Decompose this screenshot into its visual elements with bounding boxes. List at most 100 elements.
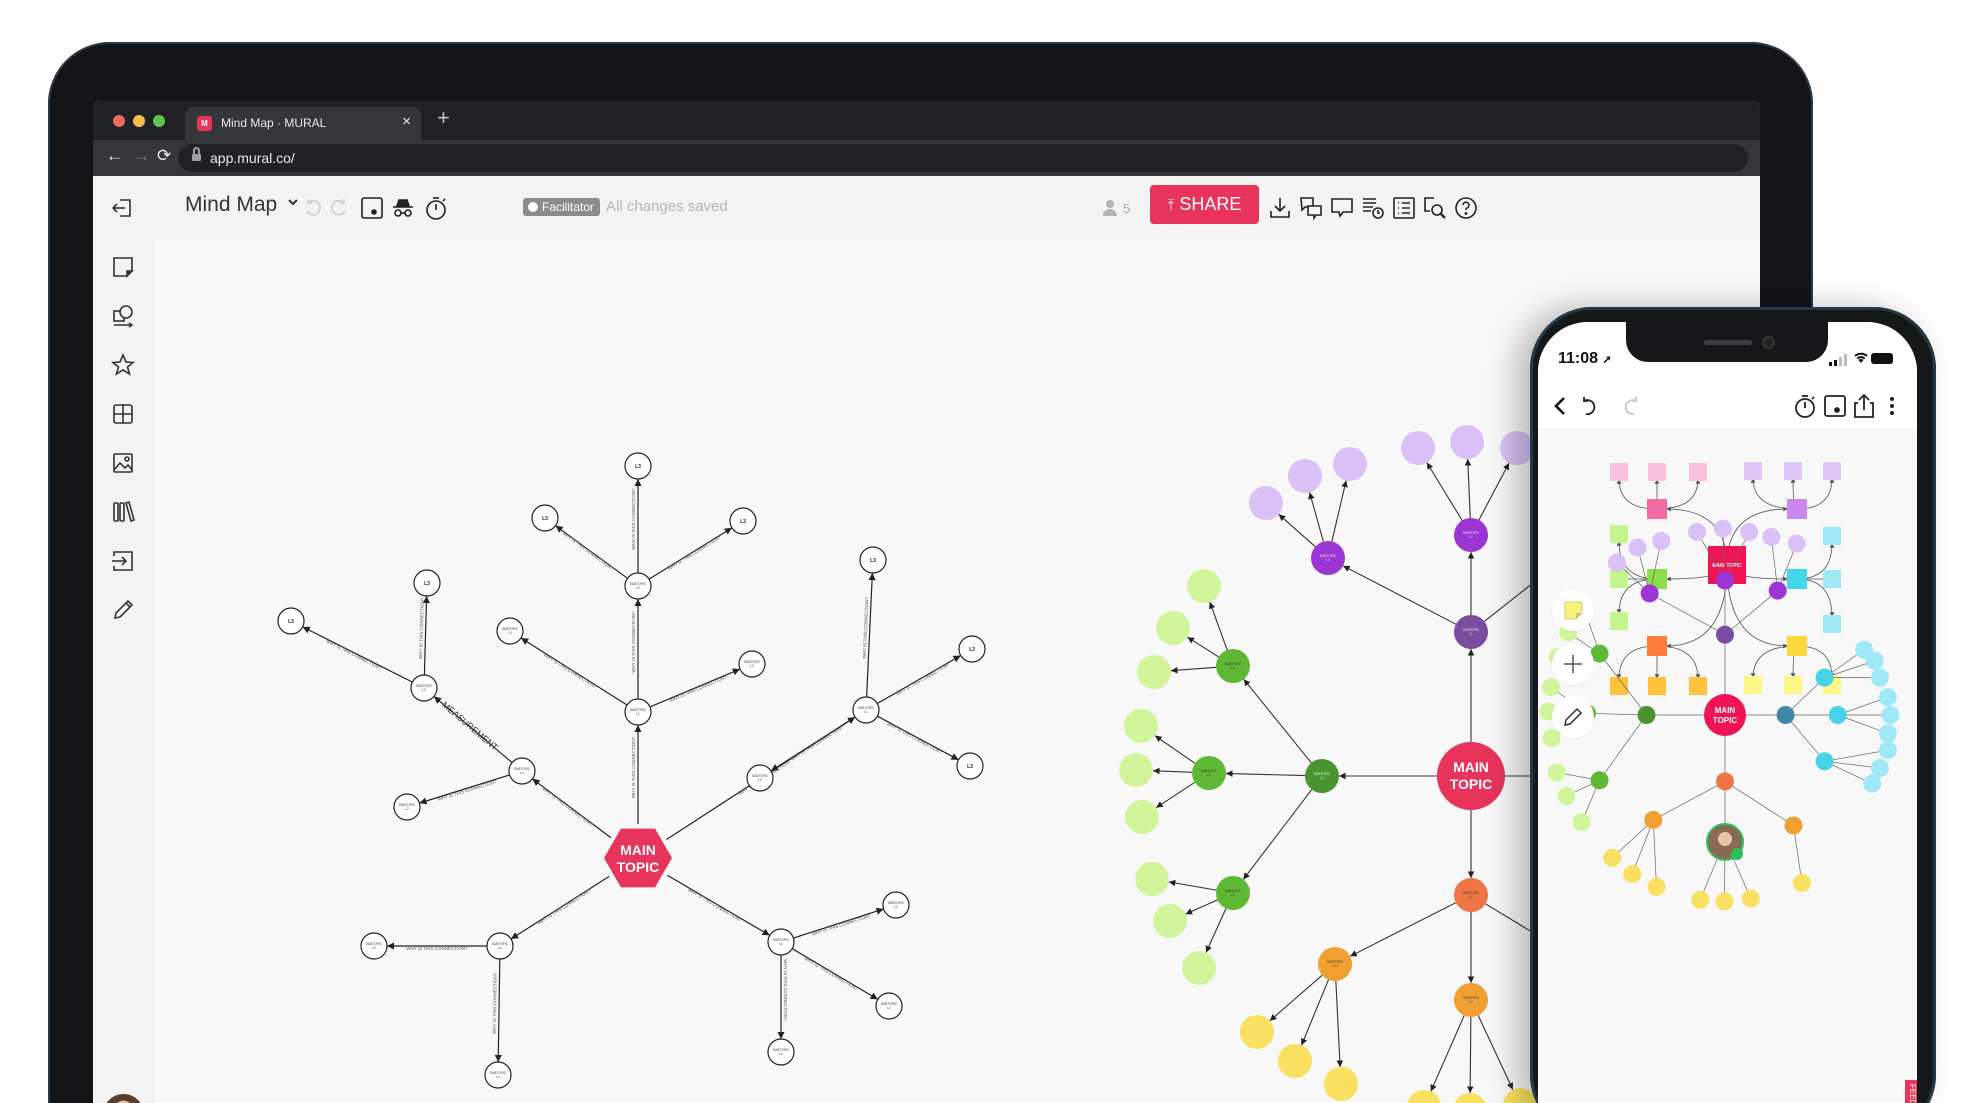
connector-line[interactable]	[877, 715, 959, 761]
mind-map-node[interactable]: L3	[956, 752, 984, 780]
main-topic-circle[interactable]	[1704, 694, 1746, 736]
draw-pencil-icon[interactable]	[109, 596, 137, 624]
leaf-node[interactable]	[1547, 763, 1566, 782]
leaf-node[interactable]	[1688, 522, 1707, 541]
subtopic-node[interactable]	[1644, 810, 1663, 829]
leaf-node[interactable]	[1741, 889, 1760, 908]
sticky-note[interactable]	[1610, 612, 1628, 630]
sticky-note[interactable]	[1610, 570, 1628, 588]
sticky-note[interactable]	[1823, 527, 1841, 545]
import-icon[interactable]	[109, 547, 137, 575]
connector-line[interactable]	[1335, 980, 1344, 1068]
leaf-node[interactable]	[1125, 800, 1159, 834]
subtopic-node[interactable]	[1716, 625, 1734, 644]
reload-icon[interactable]: ⟳	[157, 146, 172, 165]
subtopic-node[interactable]	[1815, 668, 1834, 687]
connector-line[interactable]	[1349, 902, 1457, 957]
leaf-node[interactable]	[1865, 651, 1884, 670]
sticky-note[interactable]	[1610, 463, 1628, 481]
image-icon[interactable]	[109, 449, 137, 477]
window-maximize-button[interactable]	[153, 115, 165, 127]
share-icon[interactable]	[1850, 392, 1878, 420]
subtopic-sticky[interactable]	[1787, 569, 1807, 589]
undo-icon[interactable]	[300, 195, 326, 221]
leaf-node[interactable]	[1500, 431, 1534, 465]
connector-line[interactable]	[1187, 636, 1219, 658]
leaf-node[interactable]	[1407, 1090, 1441, 1103]
leaf-node[interactable]	[1792, 873, 1811, 892]
timer-icon[interactable]	[423, 195, 449, 221]
leaf-node[interactable]	[1628, 538, 1647, 557]
mind-map-node[interactable]: L3	[958, 635, 986, 663]
connector-line[interactable]	[876, 654, 962, 705]
new-tab-button[interactable]: +	[437, 105, 450, 130]
connector-line[interactable]	[1242, 789, 1313, 880]
leaf-node[interactable]	[1450, 425, 1484, 459]
subtopic-node[interactable]	[1768, 581, 1787, 600]
leaf-node[interactable]	[1691, 890, 1710, 909]
subtopic-node[interactable]	[1640, 584, 1659, 603]
mind-map-node[interactable]: L3	[413, 569, 441, 597]
connector-line[interactable]	[1331, 480, 1348, 542]
subtopic-sticky[interactable]	[1787, 636, 1807, 656]
export-icon[interactable]	[1267, 195, 1293, 221]
connector-line[interactable]	[770, 716, 856, 772]
more-icon[interactable]	[1878, 392, 1906, 420]
timer-icon[interactable]	[1791, 392, 1819, 420]
sticky-note-fab[interactable]	[1552, 589, 1594, 631]
connector-line[interactable]	[1168, 879, 1217, 891]
add-fab[interactable]	[1552, 643, 1594, 685]
search-icon[interactable]	[1422, 195, 1448, 221]
chevron-down-icon[interactable]	[286, 195, 300, 212]
leaf-node[interactable]	[1863, 774, 1882, 793]
connector-line[interactable]	[1466, 1016, 1474, 1094]
sticky-note[interactable]	[1648, 463, 1666, 481]
connector-line[interactable]	[510, 875, 610, 940]
star-icon[interactable]	[109, 351, 137, 379]
draw-fab[interactable]	[1552, 696, 1594, 738]
leaf-node[interactable]	[1762, 527, 1781, 546]
connector-line[interactable]	[555, 525, 628, 579]
browser-tab-active[interactable]: M Mind Map · MURAL ×	[185, 107, 421, 140]
subtopic-node[interactable]	[1784, 816, 1803, 835]
connector-line[interactable]	[433, 695, 513, 764]
subtopic-node[interactable]	[1590, 771, 1609, 790]
connector-line[interactable]	[1426, 462, 1463, 521]
chat-icon[interactable]	[1329, 195, 1355, 221]
connector-line[interactable]	[1477, 1015, 1514, 1090]
leaf-node[interactable]	[1503, 1088, 1537, 1103]
forward-arrow-icon[interactable]: →	[133, 146, 150, 165]
connector-line[interactable]	[1243, 678, 1312, 764]
left-mind-map[interactable]: WHY IS THIS CONNECTION?WHY IS THIS CONNE…	[277, 452, 986, 1089]
connector-line[interactable]	[667, 874, 771, 936]
leaf-node[interactable]	[1240, 1015, 1274, 1049]
leaf-node[interactable]	[1881, 706, 1900, 724]
leaf-node[interactable]	[1453, 1093, 1487, 1103]
outline-list-icon[interactable]	[1391, 195, 1417, 221]
sticky-note[interactable]	[1610, 525, 1628, 543]
templates-library-icon[interactable]	[109, 498, 137, 526]
leaf-node[interactable]	[1870, 759, 1889, 778]
leaf-node[interactable]	[1740, 522, 1759, 541]
leaf-node[interactable]	[1878, 741, 1897, 760]
activity-icon[interactable]	[1360, 195, 1386, 221]
sticky-note[interactable]	[1784, 676, 1802, 694]
sticky-note[interactable]	[1689, 463, 1707, 481]
right-mind-map[interactable]: SUBTOPICL1SUBTOPICL2SUBTOPICL2SUBTOPICL2…	[1119, 425, 1634, 1103]
leaf-node[interactable]	[1278, 1044, 1312, 1078]
